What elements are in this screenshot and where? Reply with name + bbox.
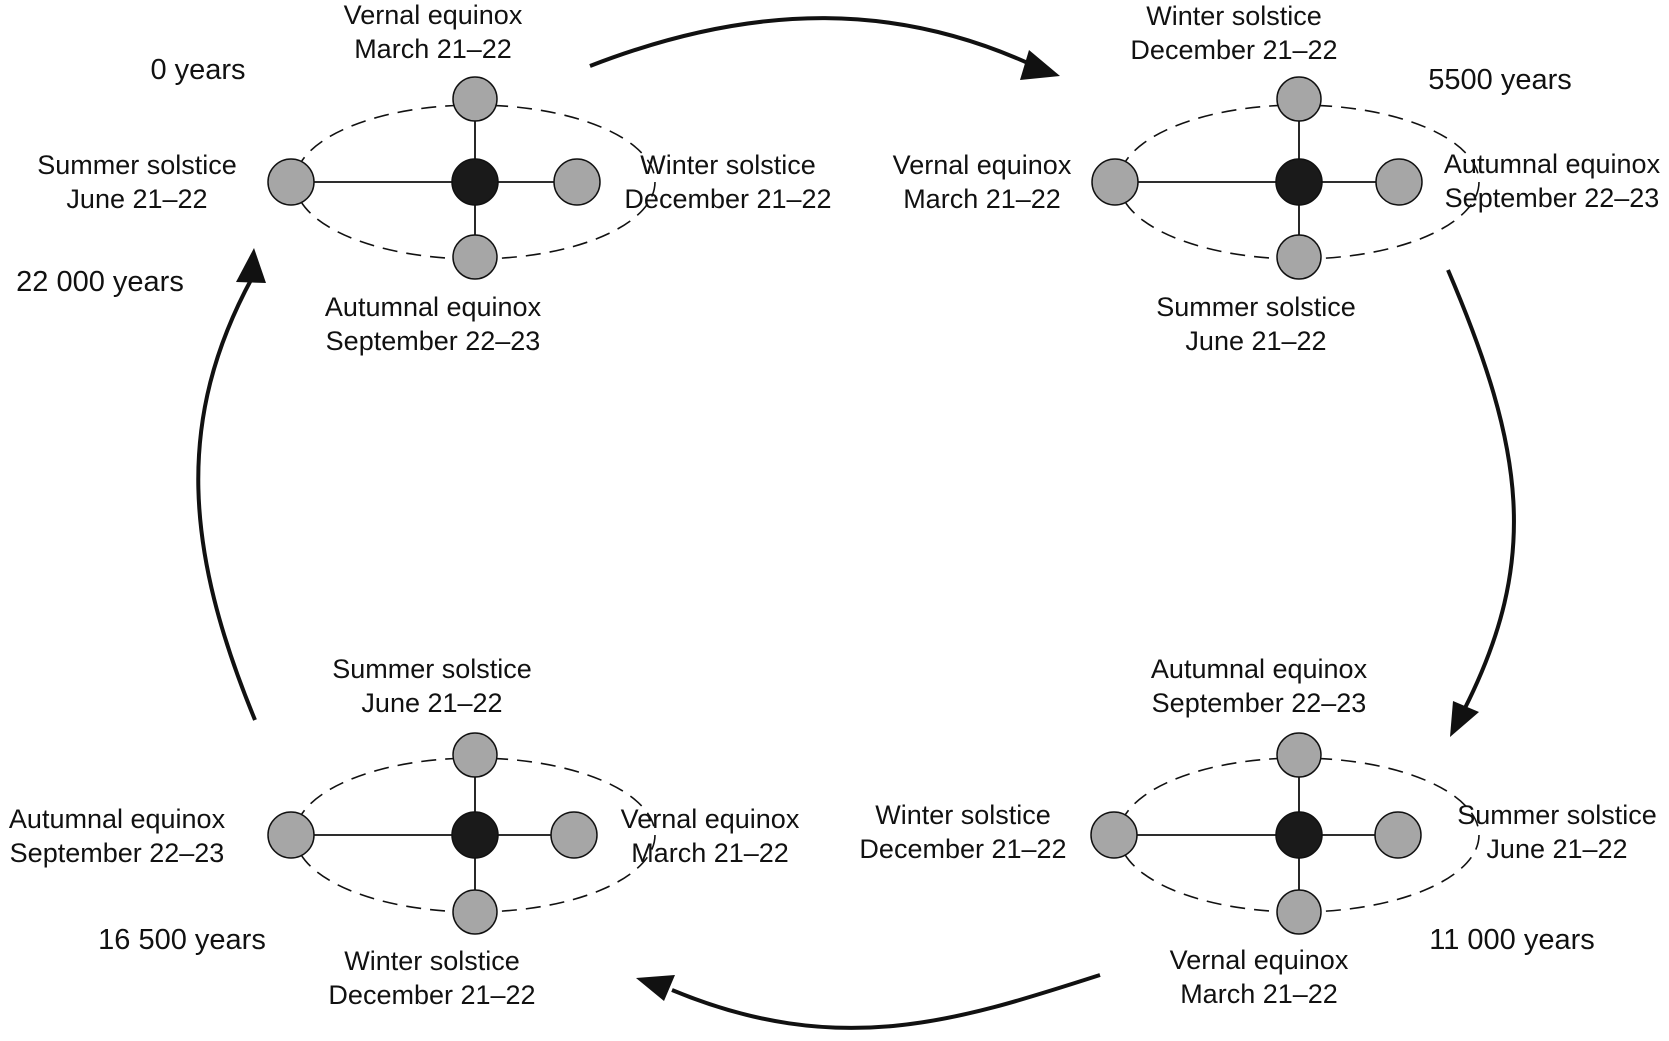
arrow-top-icon — [589, 16, 1031, 68]
label-date: September 22–23 — [1151, 688, 1367, 718]
label-name: Summer solstice — [1457, 800, 1657, 830]
arrowhead-bottom-icon — [636, 975, 675, 1001]
label-date: September 22–23 — [325, 326, 541, 356]
label-stage-5500-bottom: Summer solstice June 21–22 — [1156, 290, 1356, 358]
arrow-right-icon — [1446, 269, 1516, 711]
label-date: March 21–22 — [1180, 979, 1338, 1009]
earth-top-icon — [452, 732, 498, 778]
earth-left-icon — [267, 158, 315, 206]
label-name: Summer solstice — [1156, 292, 1356, 322]
label-name: Winter solstice — [875, 800, 1051, 830]
arrowhead-top-icon — [1020, 50, 1060, 80]
earth-right-icon — [550, 811, 598, 859]
label-date: December 21–22 — [328, 980, 536, 1010]
label-name: Summer solstice — [332, 654, 532, 684]
earth-left-icon — [267, 811, 315, 859]
label-stage-0-right: Winter solstice December 21–22 — [624, 148, 831, 216]
label-name: Autumnal equinox — [324, 292, 542, 322]
label-date: March 21–22 — [631, 838, 789, 868]
earth-bottom-icon — [1276, 234, 1322, 280]
label-date: June 21–22 — [1486, 834, 1628, 864]
label-stage-11000-left: Winter solstice December 21–22 — [859, 798, 1066, 866]
label-name: Winter solstice — [344, 946, 520, 976]
label-name: Vernal equinox — [620, 804, 800, 834]
arrowhead-right-icon — [1450, 701, 1479, 737]
arrowhead-left-icon — [236, 248, 266, 283]
label-name: Vernal equinox — [343, 0, 523, 30]
label-stage-11000-top: Autumnal equinox September 22–23 — [1151, 652, 1367, 720]
sun-icon — [451, 158, 499, 206]
earth-bottom-icon — [452, 889, 498, 935]
orbit-stage-16500-years — [267, 732, 656, 935]
label-stage-16500-bottom: Winter solstice December 21–22 — [328, 944, 535, 1012]
arrow-bottom-icon — [671, 973, 1101, 1030]
orbit-stage-5500-years — [1091, 76, 1480, 280]
label-name: Autumnal equinox — [1443, 149, 1661, 179]
label-name: Winter solstice — [1146, 1, 1322, 31]
earth-left-icon — [1090, 811, 1138, 859]
arrow-left-icon — [196, 277, 257, 721]
orbit-stage-11000-years — [1090, 732, 1480, 935]
label-stage-11000-right: Summer solstice June 21–22 — [1457, 798, 1657, 866]
sun-icon — [1275, 158, 1323, 206]
label-stage-16500-right: Vernal equinox March 21–22 — [621, 802, 800, 870]
label-date: March 21–22 — [903, 184, 1061, 214]
label-date: June 21–22 — [66, 184, 208, 214]
label-name: Vernal equinox — [1169, 945, 1349, 975]
earth-top-icon — [1276, 732, 1322, 778]
earth-right-icon — [1375, 158, 1423, 206]
orbit-stage-0-years — [267, 76, 656, 280]
label-stage-0-left: Summer solstice June 21–22 — [37, 148, 237, 216]
years-label-cycle-end: 22 000 years — [16, 266, 184, 298]
label-stage-0-bottom: Autumnal equinox September 22–23 — [325, 290, 541, 358]
label-stage-5500-left: Vernal equinox March 21–22 — [893, 148, 1072, 216]
label-date: March 21–22 — [354, 34, 512, 64]
earth-right-icon — [553, 158, 601, 206]
earth-bottom-icon — [1276, 889, 1322, 935]
label-date: September 22–23 — [9, 838, 225, 868]
label-name: Autumnal equinox — [8, 804, 226, 834]
years-label-stage-0: 0 years — [150, 54, 246, 86]
label-stage-16500-left: Autumnal equinox September 22–23 — [9, 802, 225, 870]
label-date: June 21–22 — [361, 688, 503, 718]
sun-icon — [1275, 811, 1323, 859]
sun-icon — [451, 811, 499, 859]
label-stage-5500-right: Autumnal equinox September 22–23 — [1444, 147, 1660, 215]
earth-top-icon — [1276, 76, 1322, 122]
label-stage-11000-bottom: Vernal equinox March 21–22 — [1170, 943, 1349, 1011]
label-date: December 21–22 — [859, 834, 1067, 864]
years-label-stage-16500: 16 500 years — [98, 924, 266, 956]
cycle-arrows — [196, 16, 1516, 1030]
label-date: September 22–23 — [1444, 183, 1660, 213]
label-date: December 21–22 — [624, 184, 832, 214]
label-date: December 21–22 — [1130, 35, 1338, 65]
label-stage-5500-top: Winter solstice December 21–22 — [1130, 0, 1337, 67]
label-name: Winter solstice — [640, 150, 816, 180]
label-stage-0-top: Vernal equinox March 21–22 — [344, 0, 523, 66]
label-name: Vernal equinox — [892, 150, 1072, 180]
earth-top-icon — [452, 76, 498, 122]
earth-right-icon — [1374, 811, 1422, 859]
years-label-stage-5500: 5500 years — [1428, 64, 1572, 96]
earth-left-icon — [1091, 158, 1139, 206]
label-name: Autumnal equinox — [1150, 654, 1368, 684]
arrowheads — [236, 50, 1479, 1001]
years-label-stage-11000: 11 000 years — [1429, 924, 1595, 956]
label-stage-16500-top: Summer solstice June 21–22 — [332, 652, 532, 720]
label-name: Summer solstice — [37, 150, 237, 180]
earth-bottom-icon — [452, 234, 498, 280]
label-date: June 21–22 — [1185, 326, 1327, 356]
